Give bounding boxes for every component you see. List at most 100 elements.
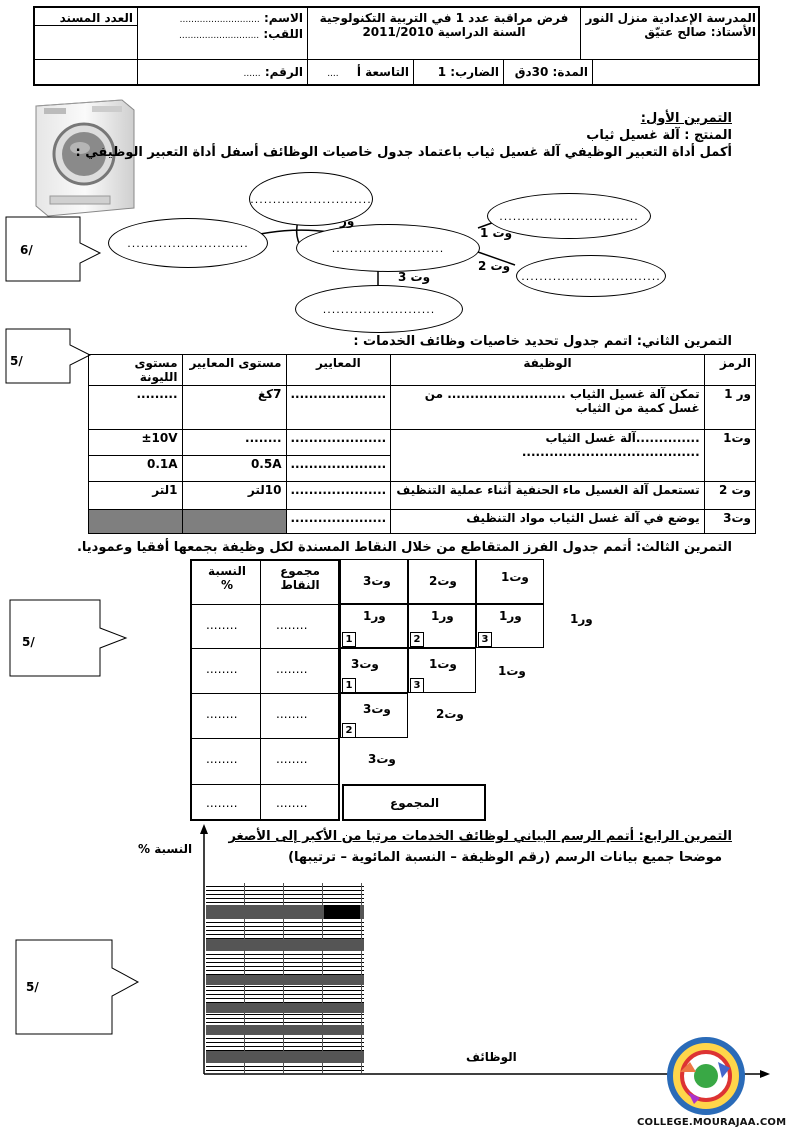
ex4-subtitle: موضحا جميع بيانات الرسم (رقم الوظيفة – ا… <box>288 850 722 865</box>
coefficient-cell: الضارب: 1 <box>413 59 503 86</box>
th-symbol: الرمز <box>703 354 757 386</box>
ex4-score-box <box>15 939 140 1035</box>
ellipse-product[interactable]: ......................... <box>296 224 480 272</box>
score-wt1-wt2: 3 <box>410 678 424 693</box>
grade-label: العدد المسند <box>59 11 133 25</box>
cell-flex-1[interactable]: ......... <box>88 385 183 430</box>
table-row: ......... 7كغ ..................... تمكن… <box>88 385 757 430</box>
ellipse-environment-right-bottom[interactable]: ............................... <box>516 255 666 297</box>
surname-label: اللقب: <box>263 27 303 41</box>
site-logo-icon <box>667 1037 745 1115</box>
ex4-score: 5/ <box>26 980 39 994</box>
ex1-score-box <box>5 216 102 282</box>
site-url[interactable]: COLLEGE.MOURAJAA.COM <box>637 1117 786 1128</box>
table-row: ±10V ........ ..................... ....… <box>88 429 757 482</box>
ex2-table: مستوى الليونة مستوى المعايير المعايير ال… <box>88 354 757 534</box>
x-axis-label: الوظائف <box>466 1050 517 1064</box>
h-wt3: وت3 <box>340 559 408 604</box>
th-function: الوظيفة <box>390 354 705 386</box>
cell-wt2-wt3: وت3 <box>340 693 408 738</box>
number-cell: الرقم: ...... <box>137 59 307 86</box>
th-criteria: المعايير <box>285 354 392 386</box>
score-wr1-wt1: 3 <box>478 632 492 647</box>
ratio-1[interactable]: …….. <box>206 618 238 632</box>
table-row: 1لتر 10لتر ..................... تستعمل … <box>88 481 757 510</box>
name-label: الاسم: <box>263 11 303 25</box>
sum-4[interactable]: …….. <box>276 752 308 766</box>
label-wr: ور <box>340 214 355 228</box>
sum-total[interactable]: …….. <box>276 796 308 810</box>
label-wt3: وت 3 <box>398 270 431 284</box>
sum-3[interactable]: …….. <box>276 707 308 721</box>
cell-function-2[interactable]: ..............آلة غسل الثياب ...........… <box>390 429 705 482</box>
table-row: ..................... يوضع في آلة غسل ال… <box>88 509 757 534</box>
ex3-left-block <box>190 559 340 821</box>
cell-criteria-3[interactable]: ..................... <box>285 455 392 482</box>
label-wt1: وت 1 <box>480 226 513 240</box>
header-divider <box>35 59 758 60</box>
ex3-title: التمرين الثالث: أتمم جدول الفرز المتقاطع… <box>76 540 732 555</box>
duration-cell: المدة: 30دق <box>503 59 593 86</box>
ratio-2[interactable]: …….. <box>206 662 238 676</box>
cell-level-1: 7كغ <box>181 385 287 430</box>
grade-cell: العدد المسند <box>35 8 137 59</box>
school-name: المدرسة الإعدادية منزل النور <box>585 11 756 25</box>
cell-function-1[interactable]: تمكن آلة غسيل الثياب ...................… <box>390 385 705 430</box>
cell-wt1-wt3: وت3 <box>340 648 408 693</box>
exam-header: المدرسة الإعدادية منزل النور الأستاذ: صا… <box>33 6 760 86</box>
y-axis-label: النسبة % <box>138 842 193 856</box>
label-wt2: وت 2 <box>478 259 511 273</box>
total-cell: المجموع <box>342 784 486 821</box>
grade-value-cell[interactable] <box>35 59 137 86</box>
washing-machine-icon <box>35 99 135 217</box>
student-cell: الاسم: ............................ اللق… <box>137 8 307 59</box>
sum-1[interactable]: …….. <box>276 618 308 632</box>
ex1-score: 6/ <box>20 243 33 257</box>
cell-wr1-wt1: ور1 <box>476 604 544 648</box>
row-label-wt3: وت3 <box>368 752 396 766</box>
cell-criteria-4[interactable]: ..................... <box>285 481 392 510</box>
col-ratio-header: النسبة % <box>208 564 246 592</box>
number-field[interactable]: ...... <box>243 69 261 79</box>
cell-criteria-2[interactable]: ..................... <box>285 429 392 456</box>
col-sum-header: مجموع النقاط <box>280 564 320 592</box>
ellipse-environment-right-top[interactable]: ............................... <box>487 193 651 239</box>
cell-flex-2: ±10V <box>88 429 183 456</box>
score-wt2-wt3: 2 <box>342 723 356 738</box>
ellipse-environment-bottom[interactable]: ......................... <box>295 285 463 333</box>
cell-wr1-wt3: ور1 <box>340 604 408 648</box>
ex4-title: التمرين الرابع: أتمم الرسم البياني لوظائ… <box>228 829 732 844</box>
score-wt1-wt3: 1 <box>342 678 356 693</box>
ex2-title: التمرين الثاني: اتمم جدول تحديد خاصيات و… <box>353 334 732 349</box>
h-wt1: وت1 <box>476 559 544 604</box>
ex2-score-box <box>5 328 92 384</box>
score-wr1-wt2: 2 <box>410 632 424 647</box>
cell-level-5 <box>181 509 287 534</box>
sum-2[interactable]: …….. <box>276 662 308 676</box>
bottom-right-cell <box>580 59 760 86</box>
school-cell: المدرسة الإعدادية منزل النور الأستاذ: صا… <box>580 8 760 59</box>
name-field[interactable]: ............................ <box>179 15 260 25</box>
ratio-3[interactable]: …….. <box>206 707 238 721</box>
exam-title: فرض مراقبة عدد 1 في التربية التكنولوجية <box>319 11 569 25</box>
ex3-score-box <box>9 599 128 677</box>
h-wt2: وت2 <box>408 559 476 604</box>
cell-criteria-5[interactable]: ..................... <box>285 509 392 534</box>
score-wr1-wt3: 1 <box>342 632 356 647</box>
th-flexibility: مستوى الليونة <box>88 354 183 386</box>
ratio-4[interactable]: …….. <box>206 752 238 766</box>
cell-level-2[interactable]: ........ <box>181 429 287 456</box>
ex2-score: 5/ <box>10 354 23 368</box>
cell-function-4: تستعمل آلة الغسيل ماء الحنفية أثناء عملي… <box>390 481 705 510</box>
table-row: 0.1A 0.5A ..................... <box>88 455 756 482</box>
cell-flex-5 <box>88 509 183 534</box>
school-year: السنة الدراسية 2011/2010 <box>362 25 526 39</box>
ellipse-environment-top[interactable]: ........................... <box>249 172 373 226</box>
ex1-instruction: أكمل أداة التعبير الوظيفي آلة غسيل ثياب … <box>75 145 732 160</box>
ex1-title: التمرين الأول: <box>640 111 732 126</box>
title-cell: فرض مراقبة عدد 1 في التربية التكنولوجية … <box>307 8 580 59</box>
ratio-total[interactable]: …….. <box>206 796 238 810</box>
surname-field[interactable]: ............................ <box>179 31 260 41</box>
ellipse-user[interactable]: ........................... <box>108 218 268 268</box>
cell-criteria-1[interactable]: ..................... <box>285 385 392 430</box>
